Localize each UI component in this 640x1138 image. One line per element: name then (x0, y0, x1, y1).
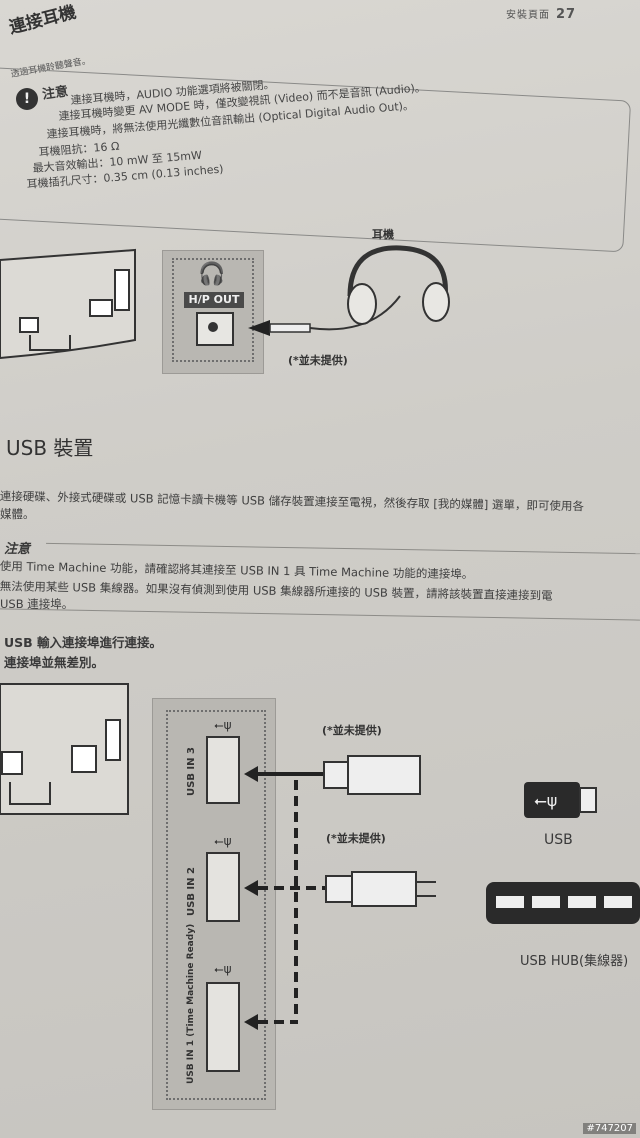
headphone-icon: 🎧 (198, 262, 226, 287)
usb-hub-label: USB HUB(集線器) (520, 954, 629, 969)
not-provided-label: (*並未提供) (322, 724, 382, 737)
usb-in-2-label: USB IN 2 (186, 867, 197, 916)
usb-symbol-icon: ⭠ψ (214, 962, 232, 976)
tv-rear-illustration-usb (0, 683, 129, 815)
not-provided-label: (*並未提供) (288, 354, 348, 367)
hp-out-jack (196, 312, 234, 346)
info-icon: ! (16, 88, 38, 110)
usb-port-dotted-frame (166, 710, 266, 1100)
usb-stick-illustration: ⭠ψ (524, 782, 597, 818)
usb-in-2-port (206, 852, 240, 922)
usb-section-title: USB 裝置 (6, 436, 94, 460)
usb-symbol-icon: ⭠ψ (214, 834, 232, 848)
usb-intro-line: 連接硬碟、外接式硬碟或 USB 記憶卡讀卡機等 USB 儲存裝置連接至電視，然後… (0, 488, 585, 514)
usb-in-1-port (206, 982, 240, 1072)
page-number: 27 (556, 7, 577, 22)
chapter-name: 安裝頁面 (506, 10, 550, 21)
headphone-section-title: 連接耳機 (7, 2, 79, 39)
not-provided-label: (*並未提供) (326, 832, 386, 845)
usb-connect-line: USB 輸入連接埠進行連接。 (4, 635, 163, 650)
usb-hub-illustration (486, 882, 640, 924)
hp-out-label: H/P OUT (184, 292, 244, 308)
watermark: #747207 (583, 1123, 636, 1134)
headphone-illustration (248, 245, 450, 336)
usb-in-3-port (206, 736, 240, 804)
usb-symbol-icon: ⭠ψ (214, 718, 232, 732)
usb-device-label: USB (544, 832, 573, 848)
headphone-note-title: 注意 (41, 84, 70, 103)
connection-arrows (244, 755, 436, 1030)
usb-connect-line: 連接埠並無差別。 (4, 655, 105, 670)
hp-out-dotted-frame (172, 258, 254, 362)
jack-hole-icon (208, 322, 218, 332)
usb-note-line: USB 連接埠。 (0, 597, 74, 611)
headphone-label: 耳機 (372, 228, 394, 241)
note-divider (46, 542, 640, 555)
usb-in-3-label: USB IN 3 (186, 747, 197, 796)
note-end-divider (0, 608, 640, 621)
svg-text:⭠ψ: ⭠ψ (534, 791, 557, 810)
tv-rear-illustration (0, 248, 136, 360)
usb-intro-line: 媒體。 (0, 507, 35, 521)
page-header: 安裝頁面 27 (506, 6, 576, 22)
usb-in-1-label: USB IN 1 (Time Machine Ready) (186, 923, 196, 1084)
usb-note-title: 注意 (4, 542, 31, 557)
